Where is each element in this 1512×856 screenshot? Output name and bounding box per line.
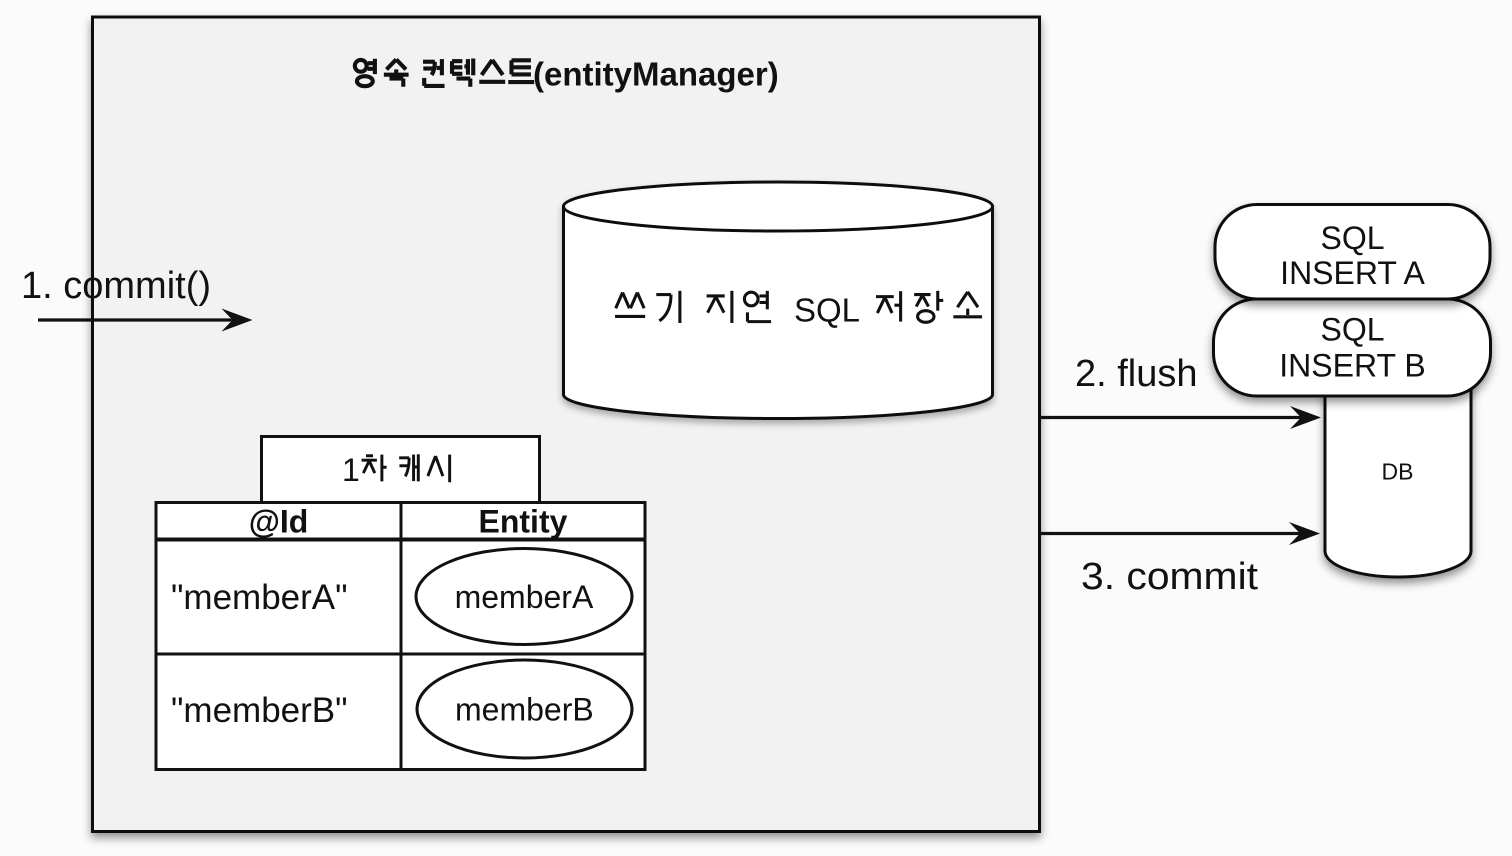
svg-text:@Id: @Id (249, 504, 309, 540)
svg-text:SQL: SQL (1320, 220, 1384, 256)
svg-text:3. commit: 3. commit (1081, 556, 1258, 598)
svg-text:Entity: Entity (479, 504, 568, 540)
svg-text:memberA: memberA (455, 579, 594, 615)
svg-text:INSERT B: INSERT B (1279, 348, 1425, 384)
svg-text:1. commit(): 1. commit() (21, 265, 211, 307)
svg-text:INSERT A: INSERT A (1280, 255, 1425, 291)
svg-text:DB: DB (1382, 459, 1414, 485)
svg-text:1: 1 (342, 452, 360, 488)
svg-text:2. flush: 2. flush (1075, 353, 1198, 395)
svg-text:memberB: memberB (455, 692, 594, 728)
svg-text:"memberA": "memberA" (171, 578, 348, 617)
svg-text:SQL: SQL (794, 292, 860, 329)
svg-text:"memberB": "memberB" (171, 691, 348, 730)
svg-text:SQL: SQL (1320, 312, 1384, 348)
svg-text:(entityManager): (entityManager) (533, 56, 779, 93)
